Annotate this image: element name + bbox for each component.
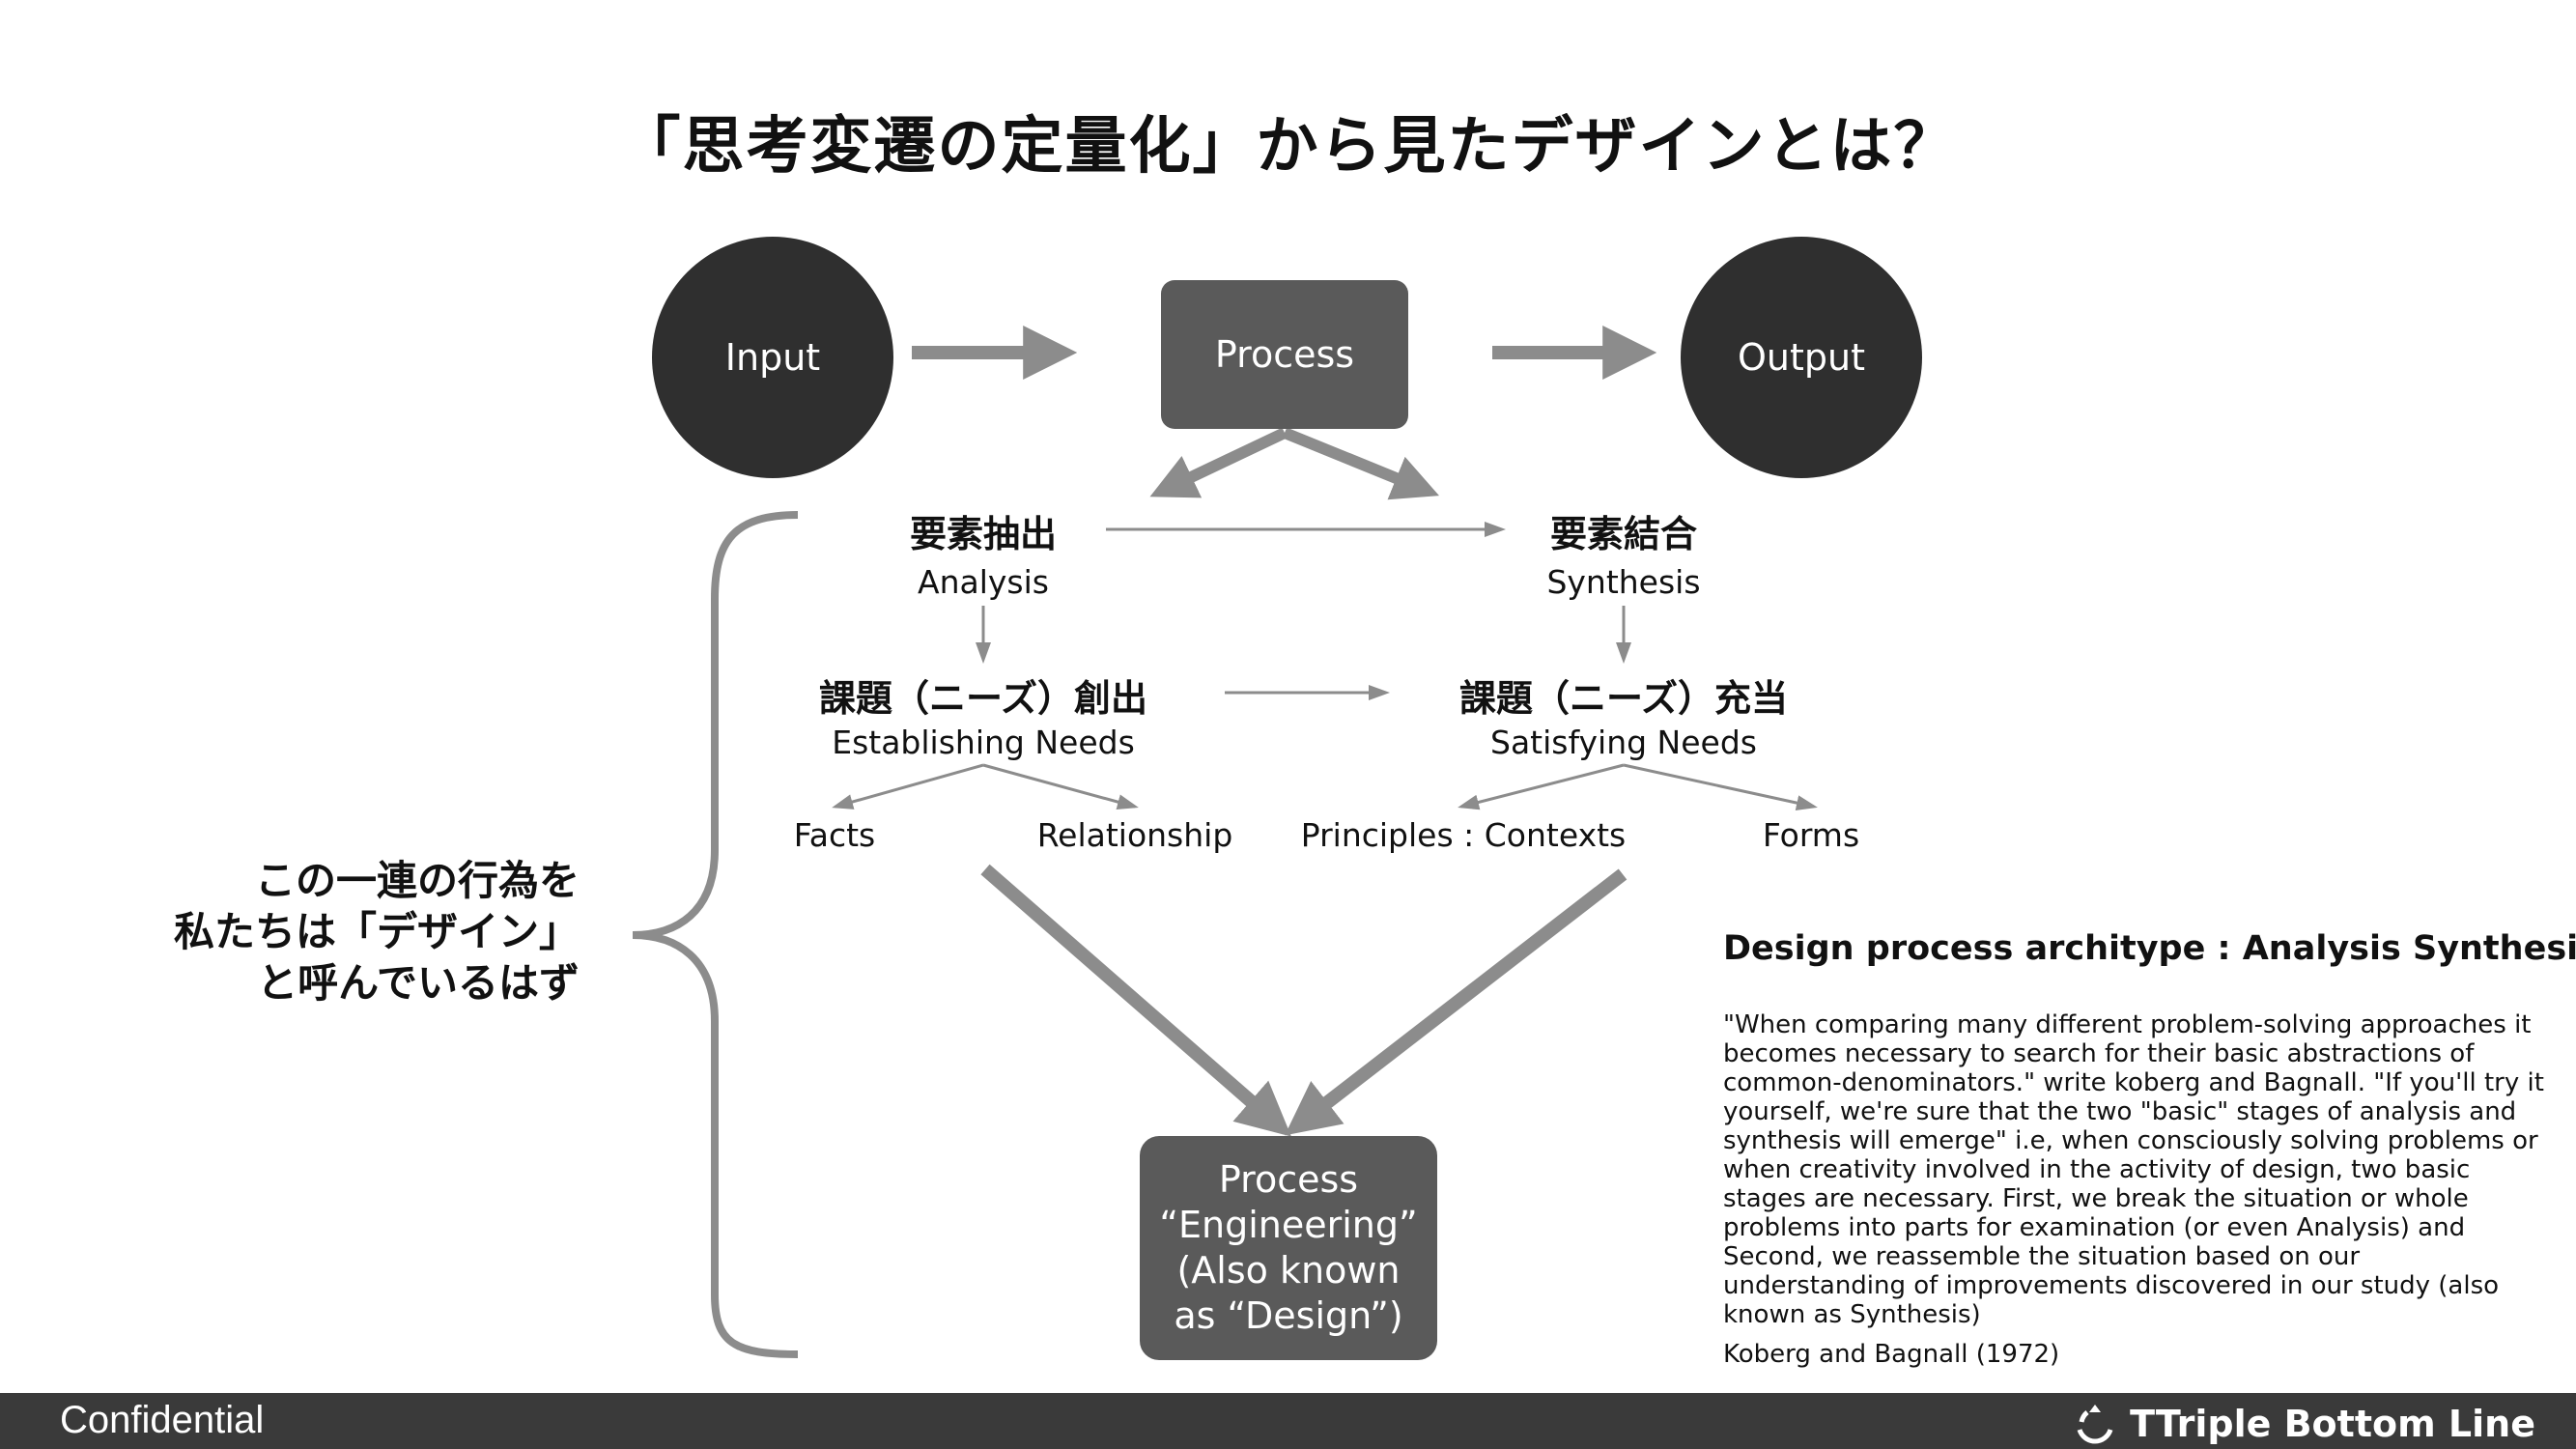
satisfying-jp: 課題（ニーズ）充当 [1458, 677, 1789, 720]
arrow-left-converge [980, 864, 1291, 1137]
satisfying-en: Satisfying Needs [1490, 724, 1757, 761]
footer-bar: Confidential TTriple Bottom Line [0, 1393, 2576, 1449]
engineering-line-4: as “Design”) [1174, 1294, 1403, 1337]
analysis-jp: 要素抽出 [909, 513, 1057, 555]
engineering-line-2: “Engineering” [1159, 1204, 1418, 1246]
arrow-process-to-synthesis [1282, 427, 1440, 500]
output-node: Output [1681, 237, 1922, 478]
archetype-title: Design process architype : Analysis Synt… [1723, 929, 2576, 968]
analysis-en: Analysis [918, 563, 1049, 601]
side-label-line-2: 私たちは「デザイン」 [173, 908, 580, 955]
confidential-label: Confidential [60, 1399, 265, 1441]
leaf-principles-contexts: Principles : Contexts [1300, 816, 1627, 854]
arrow-process-to-analysis [1149, 427, 1288, 498]
arrow-to-facts [832, 763, 984, 810]
leaf-relationship: Relationship [1036, 816, 1233, 854]
arrow-to-principles [1458, 763, 1625, 810]
process-node: Process [1161, 280, 1408, 429]
process-engineering-node: Process “Engineering” (Also known as “De… [1140, 1136, 1437, 1360]
archetype-citation: Koberg and Bagnall (1972) [1723, 1340, 2060, 1369]
archetype-quote: "When comparing many different problem-s… [1723, 1010, 2544, 1329]
establishing-en: Establishing Needs [832, 724, 1135, 761]
synthesis-node: 要素結合 Synthesis [1479, 504, 1769, 601]
satisfying-needs-node: 課題（ニーズ）充当 Satisfying Needs [1430, 668, 1817, 761]
brand-mark-icon [2077, 1405, 2113, 1444]
establishing-jp: 課題（ニーズ）創出 [818, 677, 1148, 720]
brand-name: TTriple Bottom Line [2130, 1403, 2535, 1445]
arrow-to-forms [1623, 763, 1818, 810]
side-label: この一連の行為を 私たちは「デザイン」 と呼んでいるはず [174, 855, 580, 1009]
engineering-line-1: Process [1218, 1158, 1359, 1201]
analysis-node: 要素抽出 Analysis [838, 504, 1128, 601]
side-label-line-1: この一連の行為を [254, 857, 580, 904]
leaf-facts: Facts [793, 816, 876, 854]
curly-brace [632, 511, 799, 1358]
engineering-line-3: (Also known [1176, 1249, 1401, 1292]
synthesis-jp: 要素結合 [1549, 513, 1697, 555]
page-title: 「思考変遷の定量化」から見たデザインとは？ [618, 111, 1958, 183]
side-label-line-3: と呼んでいるはず [257, 959, 580, 1007]
arrow-right-converge [1285, 868, 1628, 1136]
establishing-needs-node: 課題（ニーズ）創出 Establishing Needs [790, 668, 1176, 761]
leaf-forms: Forms [1762, 816, 1860, 854]
input-node: Input [652, 237, 893, 478]
arrow-to-relationship [982, 763, 1139, 810]
synthesis-en: Synthesis [1546, 563, 1701, 601]
brand-logo: TTriple Bottom Line [2072, 1401, 2535, 1447]
